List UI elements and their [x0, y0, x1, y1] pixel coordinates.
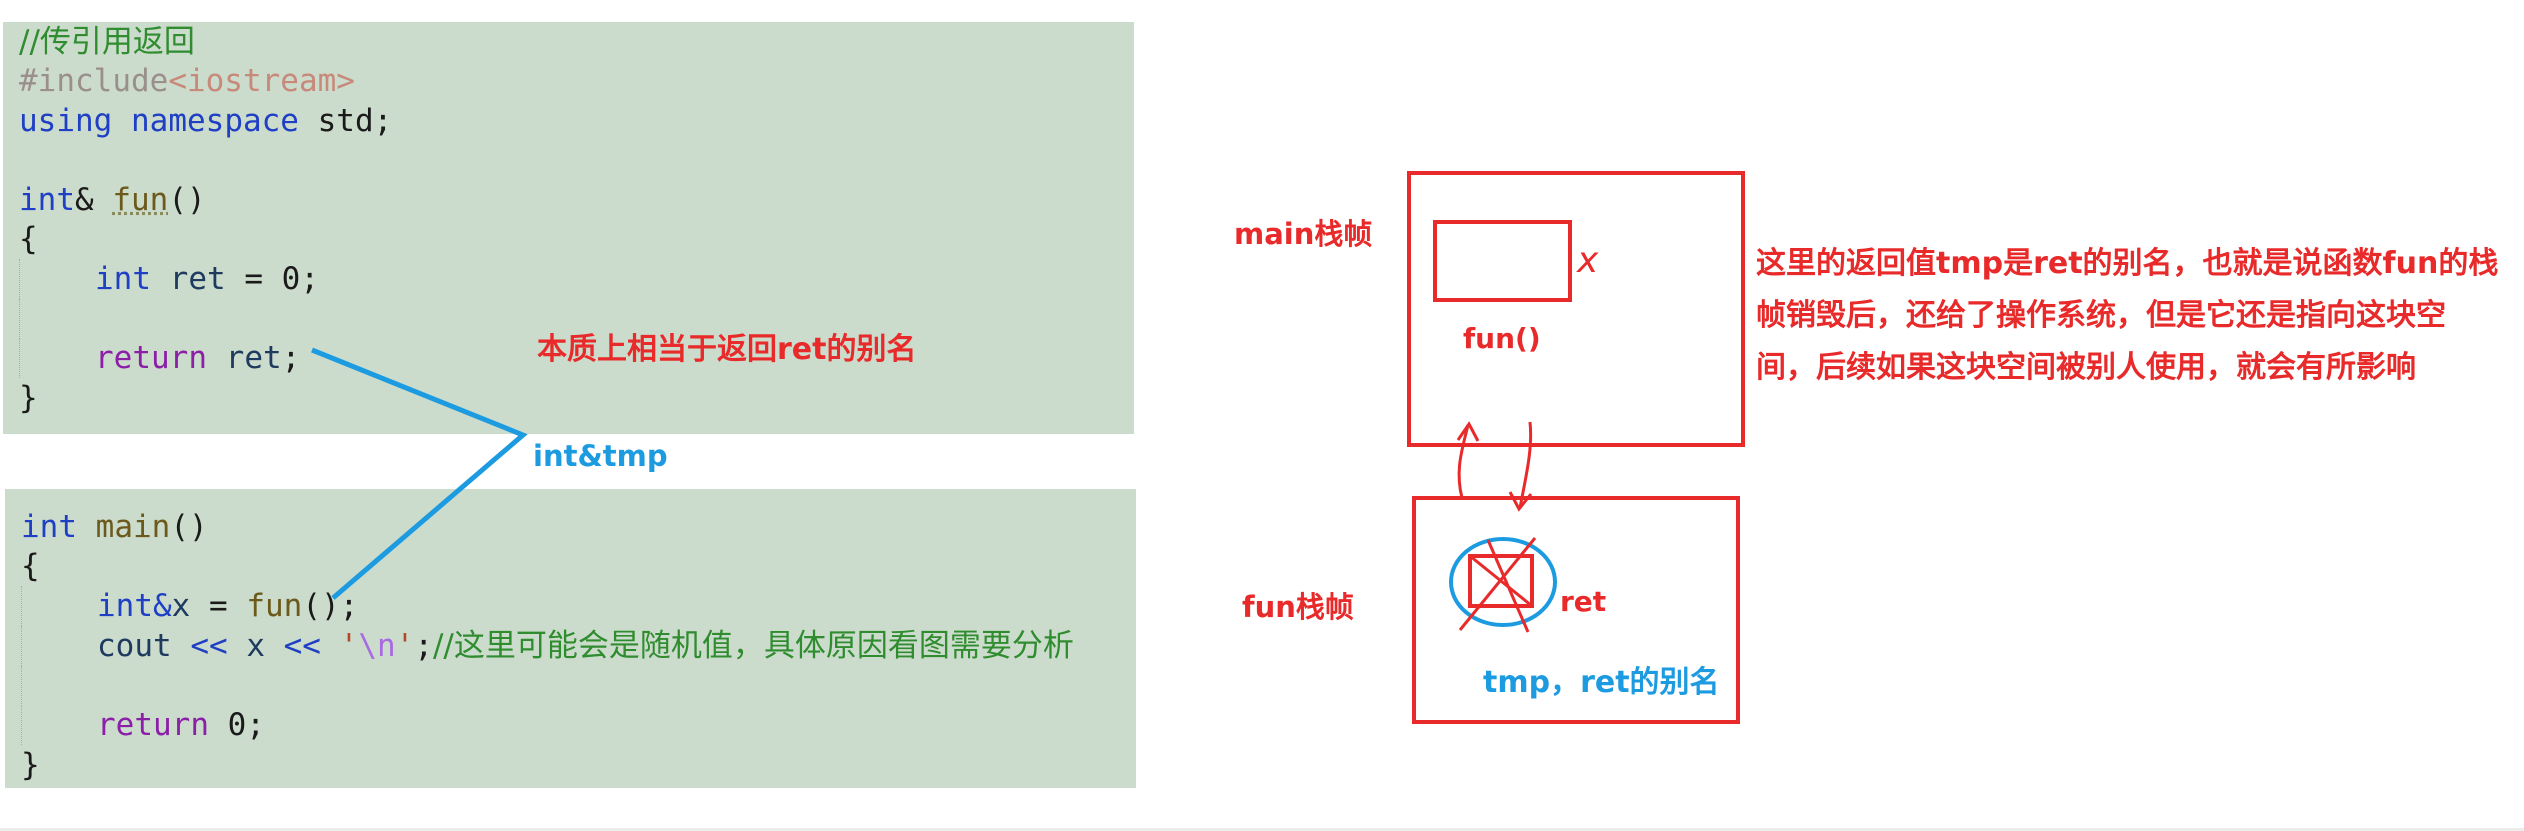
bottom-divider — [0, 828, 2524, 831]
code-line-close-brace: } — [21, 747, 40, 783]
code-line-blank — [21, 666, 97, 706]
x-variable-box — [1433, 220, 1572, 302]
main-frame-box — [1407, 171, 1745, 447]
code-block-fun: //传引用返回 #include<iostream> using namespa… — [3, 22, 1134, 434]
ret-cross-line-2 — [1458, 537, 1537, 631]
return-alias-connector — [311, 347, 528, 600]
call-down-arrow — [1518, 421, 1533, 509]
code-line-using: using namespace std; — [19, 103, 393, 139]
ret-alias-ellipse — [1449, 537, 1557, 627]
int-tmp-label: int&tmp — [533, 439, 668, 473]
fun-frame-label: fun栈帧 — [1242, 590, 1354, 624]
ret-label: ret — [1560, 585, 1607, 618]
alias-label: tmp，ret的别名 — [1483, 665, 1720, 700]
ret-variable-box — [1468, 554, 1534, 608]
code-line-blank — [19, 299, 95, 339]
explanation-line-2: 帧销毁后，还给了操作系统，但是它还是指向这块空 — [1756, 298, 2446, 333]
x-mark: x — [1577, 240, 1599, 281]
return-up-arrow — [1457, 424, 1470, 499]
call-down-arrowhead — [1508, 491, 1533, 512]
code-line-return-ret: return ret; — [19, 338, 300, 378]
essence-note: 本质上相当于返回ret的别名 — [537, 332, 917, 367]
main-frame-label: main栈帧 — [1234, 217, 1373, 251]
explanation-line-1: 这里的返回值tmp是ret的别名，也就是说函数fun的栈 — [1756, 246, 2499, 281]
fun-frame-box — [1412, 496, 1740, 724]
ret-cross-line-3 — [1486, 539, 1530, 633]
return-up-arrowhead — [1456, 421, 1480, 442]
code-line-return-zero: return 0; — [21, 705, 265, 745]
code-line-main-signature: int main() — [21, 509, 208, 545]
code-line-fun-signature: int& fun() — [19, 182, 206, 218]
code-block-main: int main() { int&x = fun(); cout << x <<… — [5, 489, 1136, 788]
code-line-include: #include<iostream> — [19, 63, 355, 99]
code-line-close-brace: } — [19, 380, 38, 416]
code-line-open-brace: { — [19, 221, 38, 257]
fun-call-label: fun() — [1463, 322, 1541, 355]
code-line-ref-x: int&x = fun(); — [21, 586, 358, 626]
explanation-line-3: 间，后续如果这块空间被别人使用，就会有所影响 — [1756, 350, 2416, 385]
code-line-cout: cout << x << '\n';//这里可能会是随机值，具体原因看图需要分析 — [21, 626, 1074, 666]
code-line-open-brace: { — [21, 548, 40, 584]
code-line-comment: //传引用返回 — [19, 24, 195, 60]
code-line-ret-decl: int ret = 0; — [19, 259, 319, 299]
